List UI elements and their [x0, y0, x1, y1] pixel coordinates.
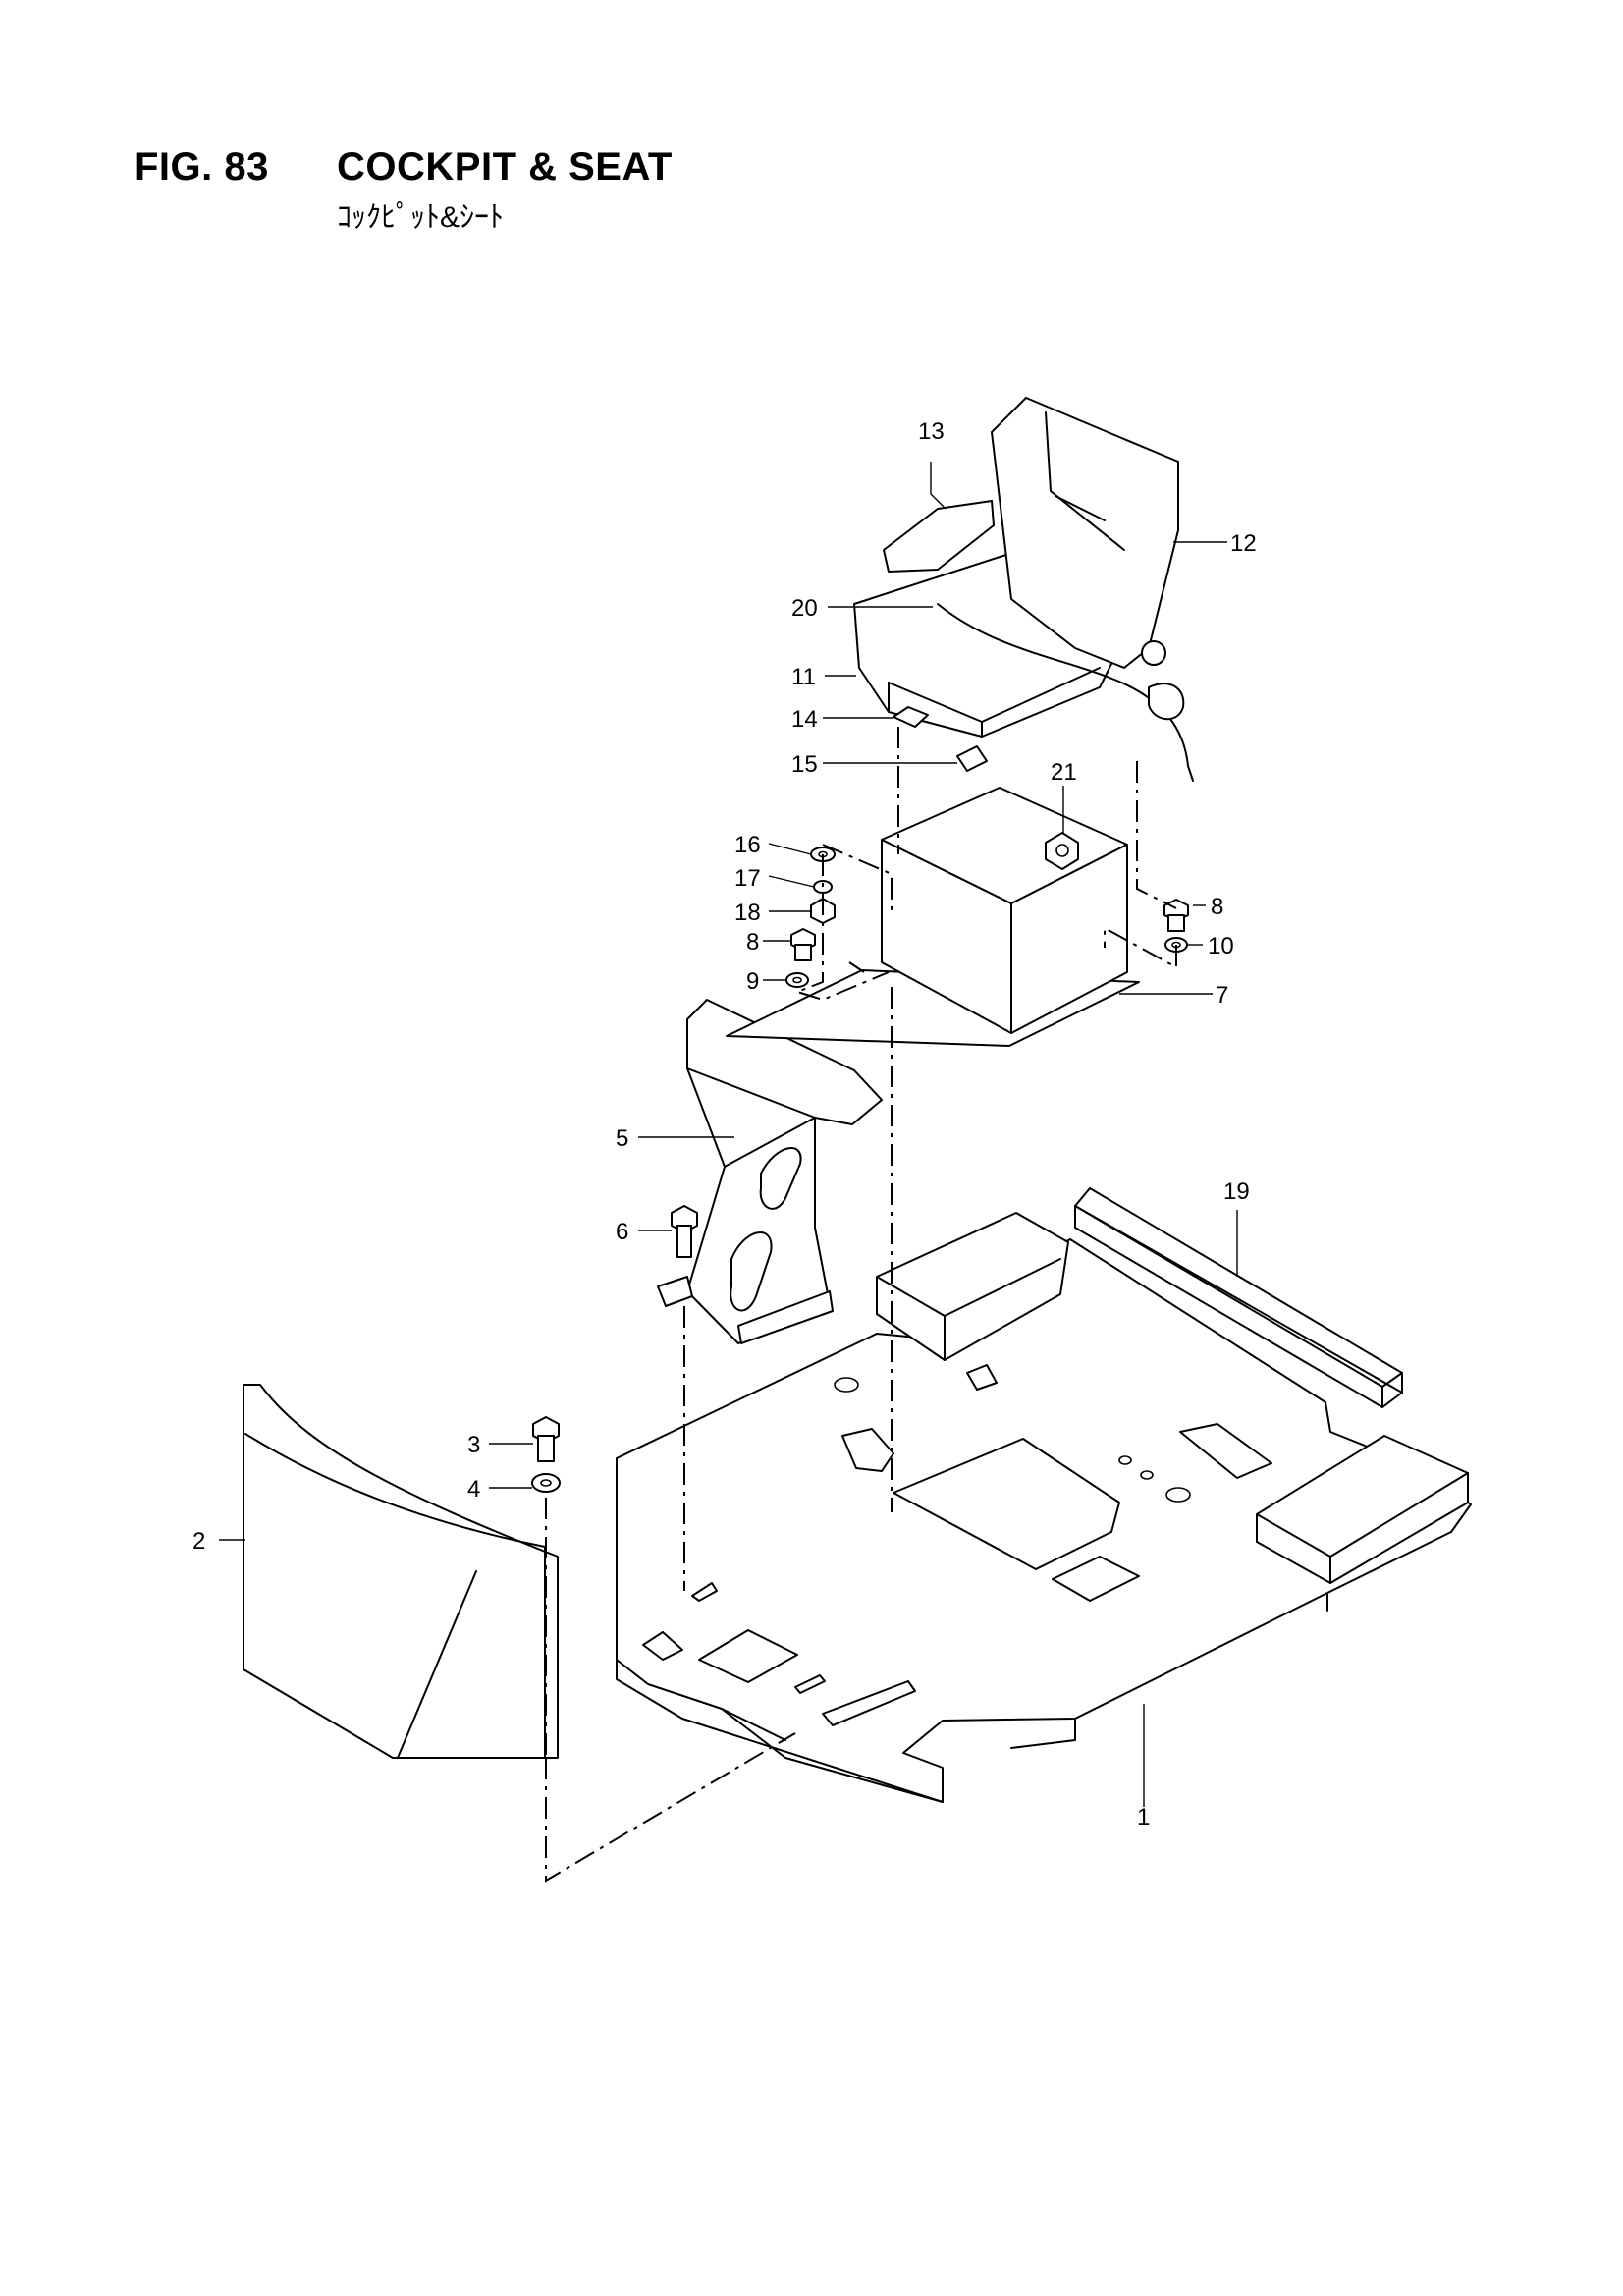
callout-6: 6 [616, 1219, 628, 1245]
part-13-armrest [883, 500, 995, 573]
callout-4: 4 [467, 1476, 480, 1503]
callout-8-right: 8 [1211, 894, 1223, 920]
floor-raised-box-left [876, 1212, 1069, 1361]
callout-16: 16 [734, 832, 761, 858]
callout-20: 20 [791, 595, 818, 622]
callout-14: 14 [791, 706, 818, 733]
figure-title: COCKPIT & SEAT [337, 145, 673, 189]
callout-18: 18 [734, 900, 761, 926]
callout-19: 19 [1223, 1178, 1250, 1205]
callout-8-left: 8 [746, 929, 759, 956]
figure-number: FIG. 83 [135, 145, 269, 189]
part-2-side-panel [243, 1384, 559, 1759]
part-14-seat-bracket [893, 706, 929, 728]
part-15-seat-mount [956, 745, 988, 772]
callout-13: 13 [918, 418, 945, 445]
part-9-washer [785, 972, 809, 988]
callout-5: 5 [616, 1125, 628, 1152]
figure-subtitle: ｺｯｸﾋﾟｯﾄ&ｼｰﾄ [337, 201, 505, 234]
callout-21: 21 [1051, 759, 1077, 786]
callout-9: 9 [746, 968, 759, 995]
part-12-backrest [991, 397, 1179, 669]
callout-17: 17 [734, 865, 761, 892]
callout-3: 3 [467, 1432, 480, 1458]
part-20-seat-belt [937, 603, 1194, 782]
part-1-floor-plate [616, 1238, 1472, 1803]
part-21-nut [1045, 832, 1079, 870]
callout-2: 2 [192, 1528, 205, 1555]
part-8-bolt-left [790, 928, 816, 961]
part-19-bar [1074, 1187, 1403, 1408]
callout-10: 10 [1208, 933, 1234, 959]
leader-lines [219, 462, 1238, 1807]
callout-1: 1 [1137, 1804, 1150, 1831]
part-3-bolt [532, 1416, 560, 1462]
callout-11: 11 [791, 664, 816, 690]
callout-7: 7 [1216, 982, 1228, 1009]
callout-15: 15 [791, 751, 818, 778]
floor-raised-box-right [1256, 1435, 1469, 1584]
part-4-washer [531, 1473, 561, 1493]
assembly-lines [545, 727, 1177, 1883]
callout-12: 12 [1230, 530, 1257, 557]
part-7-seat-base [726, 787, 1140, 1047]
part-5-control-stand [686, 999, 883, 1344]
callout-labels: 1 2 3 4 5 6 7 8 8 9 10 11 12 13 14 15 16… [192, 418, 1257, 1831]
part-6-bolt [657, 1205, 698, 1307]
